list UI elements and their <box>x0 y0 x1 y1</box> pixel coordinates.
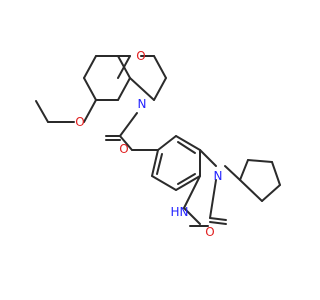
bond <box>209 221 227 225</box>
nh-nitrogen-label: N <box>180 205 189 219</box>
bond <box>153 55 167 79</box>
bond <box>271 161 281 186</box>
bond <box>129 77 155 101</box>
bond <box>199 149 217 167</box>
bond <box>117 55 131 79</box>
bond <box>119 135 133 151</box>
bond <box>151 149 159 177</box>
bond <box>83 55 97 79</box>
bond <box>177 141 196 154</box>
bond <box>83 99 97 123</box>
bond <box>224 165 241 181</box>
bond <box>153 77 167 101</box>
bond <box>175 175 201 191</box>
bond <box>117 77 131 101</box>
bond <box>177 173 196 185</box>
bond <box>209 179 217 219</box>
bond <box>239 159 249 181</box>
bond <box>157 135 177 151</box>
ring-oxygen-label: O <box>136 49 145 63</box>
bond <box>183 175 201 209</box>
urea-oxygen-label: O <box>205 225 214 239</box>
methoxy-oxygen-label: O <box>75 115 84 129</box>
amide-nitrogen-label: N <box>138 97 147 111</box>
bond <box>35 100 49 123</box>
nh-hydrogen-label: H <box>170 205 179 219</box>
benzimidazole-n1-label: N <box>214 169 223 183</box>
bond <box>209 217 227 221</box>
bond <box>151 175 177 191</box>
bond <box>239 179 263 202</box>
bond <box>119 112 138 137</box>
carbonyl-oxygen-label: O <box>119 142 128 156</box>
bond <box>175 135 201 151</box>
bonds <box>35 55 281 227</box>
molecule-structure: O O N O N N H O <box>35 49 281 239</box>
molecule-canvas: O O N O N N H O <box>35 49 281 239</box>
bond <box>183 207 201 225</box>
bond <box>83 77 97 101</box>
atom-labels: O O N O N N H O <box>75 49 222 239</box>
bond <box>261 184 281 202</box>
bond <box>247 159 273 163</box>
bond <box>156 153 163 175</box>
